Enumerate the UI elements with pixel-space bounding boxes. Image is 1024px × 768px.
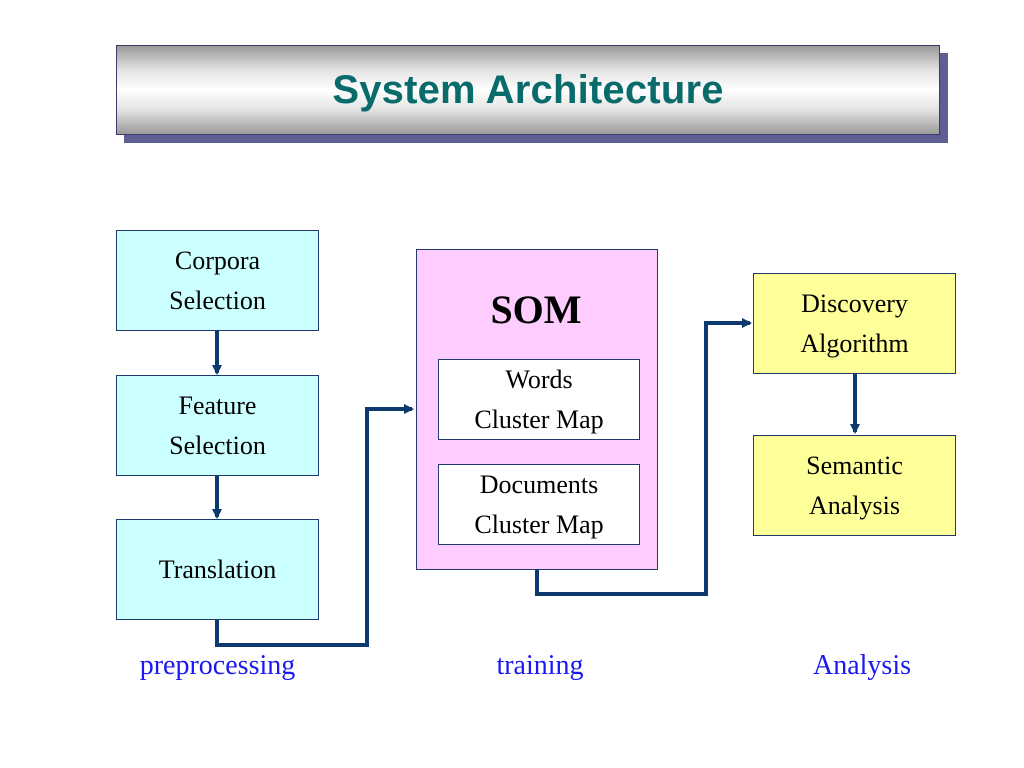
translation-label: Translation xyxy=(158,554,277,584)
feature-selection-box: Feature Selection xyxy=(116,375,319,476)
words-cluster-map-label: Words Cluster Map xyxy=(474,364,604,434)
corpora-selection-box: Corpora Selection xyxy=(116,230,319,331)
semantic-analysis-box: Semantic Analysis xyxy=(753,435,956,536)
feature-selection-label: Feature Selection xyxy=(169,390,266,460)
discovery-algorithm-box: Discovery Algorithm xyxy=(753,273,956,374)
som-label: SOM xyxy=(490,287,582,332)
corpora-selection-label: Corpora Selection xyxy=(169,245,266,315)
words-cluster-map-box: Words Cluster Map xyxy=(438,359,640,440)
stage-label-preprocessing: preprocessing xyxy=(139,650,296,681)
documents-cluster-map-label: Documents Cluster Map xyxy=(474,469,604,539)
documents-cluster-map-box: Documents Cluster Map xyxy=(438,464,640,545)
title-banner: System Architecture xyxy=(116,45,940,135)
stage-label-analysis: Analysis xyxy=(813,650,911,681)
semantic-analysis-label: Semantic Analysis xyxy=(806,450,903,520)
discovery-algorithm-label: Discovery Algorithm xyxy=(800,288,909,358)
translation-box: Translation xyxy=(116,519,319,620)
page-title: System Architecture xyxy=(332,67,724,112)
stage-label-training: training xyxy=(496,650,584,681)
